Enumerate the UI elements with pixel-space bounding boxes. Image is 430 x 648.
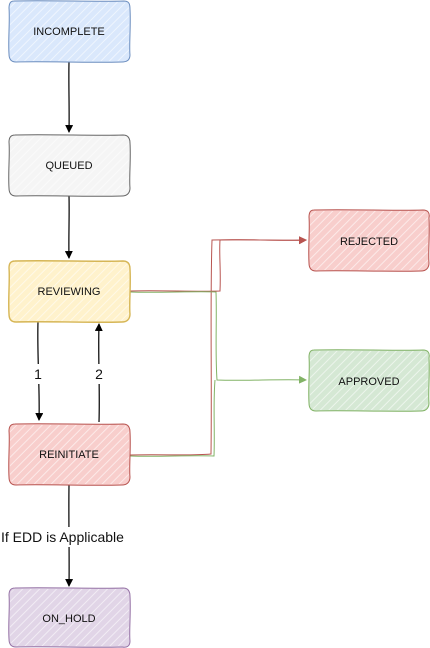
edge-label-2: 2: [95, 366, 103, 382]
node-queued-label: QUEUED: [45, 160, 92, 172]
node-reinitiate[interactable]: REINITIATE: [8, 423, 131, 486]
node-rejected-hatch: [310, 211, 428, 270]
edge-label-1: 1: [34, 366, 42, 382]
node-on-hold-label: ON_HOLD: [42, 613, 95, 625]
edge-labels: 1 2 If EDD is Applicable: [0, 364, 142, 547]
edge-reinitiate-to-rejected: [129, 236, 307, 456]
edge-label-1-bg: [31, 364, 45, 384]
edge-label-edd-bg: [0, 527, 142, 547]
node-reviewing-label: REVIEWING: [38, 286, 101, 298]
node-incomplete-label: INCOMPLETE: [33, 26, 105, 38]
edge-label-edd: If EDD is Applicable: [1, 529, 124, 545]
edge-reviewing-to-rejected: [129, 236, 307, 292]
node-approved-hatch: [310, 351, 428, 410]
node-rejected-label: REJECTED: [340, 236, 398, 248]
edge-reinitiate-to-approved: [129, 379, 216, 457]
edge-label-2-bg: [92, 364, 106, 384]
node-queued-hatch: [10, 136, 129, 195]
node-on-hold[interactable]: ON_HOLD: [8, 587, 131, 648]
node-incomplete-hatch: [10, 2, 129, 61]
node-incomplete[interactable]: INCOMPLETE: [8, 0, 131, 63]
node-rejected[interactable]: REJECTED: [308, 209, 430, 272]
node-queued[interactable]: QUEUED: [8, 134, 131, 197]
node-on-hold-hatch: [10, 589, 129, 646]
node-reinitiate-hatch: [10, 425, 129, 484]
node-approved-label: APPROVED: [338, 376, 399, 388]
node-reinitiate-label: REINITIATE: [39, 449, 99, 461]
node-reviewing[interactable]: REVIEWING: [8, 260, 131, 323]
node-reviewing-hatch: [10, 262, 129, 321]
edge-reviewing-to-approved: [129, 291, 307, 384]
node-approved[interactable]: APPROVED: [308, 349, 430, 412]
